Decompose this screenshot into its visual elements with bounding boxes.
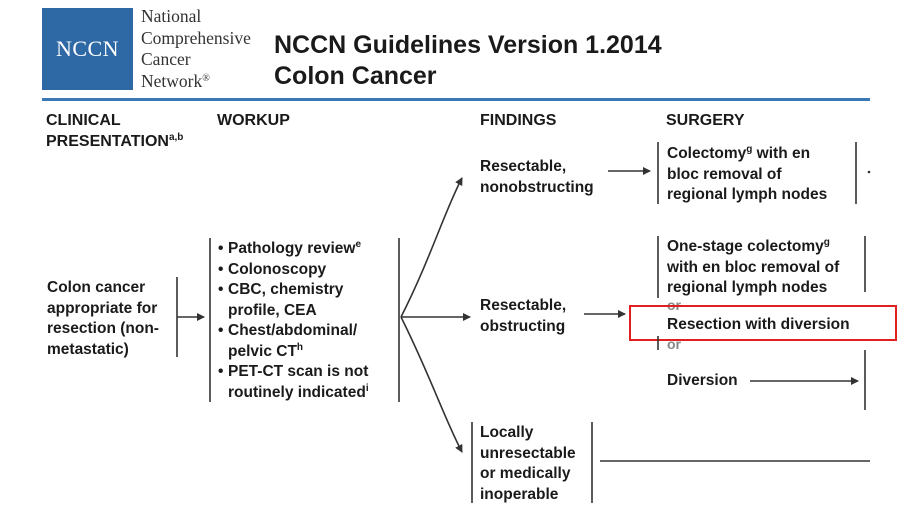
- arrow-to-nonobstructing: [400, 177, 463, 318]
- colectomy-line-1: Colectomyg with en: [667, 144, 827, 165]
- colectomy-line-2: bloc removal of: [667, 165, 782, 183]
- nonobstructing-line-2: nonobstructing: [480, 178, 594, 196]
- clinical-header-text: PRESENTATION: [46, 133, 169, 150]
- unresectable-line-4: inoperable: [480, 485, 559, 503]
- logo-line-3: Cancer: [141, 49, 191, 69]
- finding-unresectable: Locally unresectable or medically inoper…: [480, 423, 576, 505]
- chest-footnote: h: [296, 341, 304, 353]
- logo-line-1: National: [141, 6, 202, 26]
- chest-line-1: Chest/abdominal/: [228, 322, 358, 339]
- workup-item-pathology: Pathology reviewe: [218, 239, 369, 260]
- chest-line-2-text: pelvic CT: [228, 342, 297, 360]
- onestage-line-1: One-stage colectomyg: [667, 237, 839, 258]
- header-divider: [42, 98, 870, 101]
- workup-item-pet-ct: PET-CT scan is not routinely indicatedi: [218, 362, 369, 403]
- presentation-node: Colon cancer appropriate for resection (…: [47, 278, 159, 360]
- presentation-line-2: appropriate for: [47, 299, 158, 317]
- column-header-surgery: SURGERY: [666, 112, 745, 129]
- arrow-to-unresectable: [400, 316, 463, 453]
- colectomy-footnote: g: [746, 144, 753, 155]
- logo-mark-text: NCCN: [55, 36, 120, 61]
- pathology-footnote: e: [355, 239, 362, 250]
- title-line-2: Colon Cancer: [274, 62, 437, 90]
- pathology-text: Pathology review: [228, 240, 356, 257]
- obstructing-line-2: obstructing: [480, 317, 566, 335]
- finding-obstructing: Resectable, obstructing: [480, 296, 566, 337]
- colectomy-line-3: regional lymph nodes: [667, 186, 828, 203]
- cbc-line-1: CBC, chemistry: [228, 281, 344, 298]
- column-header-workup: WORKUP: [217, 112, 290, 129]
- unresectable-line-1: Locally: [480, 424, 534, 441]
- colectomy-post: with en: [752, 145, 811, 162]
- surgery-resection-with-diversion: Resection with diversion: [667, 316, 850, 333]
- cbc-line-2: profile, CEA: [228, 301, 317, 319]
- clinical-header-line-1: CLINICAL: [46, 112, 121, 129]
- presentation-line-1: Colon cancer: [47, 279, 146, 296]
- onestage-line-3: regional lymph nodes: [667, 279, 828, 296]
- onestage-line-2: with en bloc removal of: [667, 258, 840, 276]
- workup-item-chest-ct: Chest/abdominal/pelvic CTh: [218, 321, 369, 362]
- petct-line-2-text: routinely indicated: [228, 383, 366, 401]
- colectomy-pre: Colectomy: [667, 145, 747, 162]
- logo-line-2: Comprehensive: [141, 27, 251, 48]
- petct-line-1: PET-CT scan is not: [228, 363, 369, 380]
- highlight-box: [629, 305, 897, 341]
- registered-mark: ®: [202, 72, 210, 84]
- column-header-clinical: CLINICAL PRESENTATIONa,b: [46, 110, 183, 152]
- surgery-one-stage: One-stage colectomyg with en bloc remova…: [667, 237, 839, 299]
- onestage-pre: One-stage colectomy: [667, 238, 824, 255]
- clinical-header-line-2: PRESENTATIONa,b: [46, 131, 183, 152]
- nccn-logo-wordmark: National Comprehensive Cancer Network®: [141, 6, 251, 92]
- finding-nonobstructing: Resectable, nonobstructing: [480, 157, 594, 198]
- workup-item-cbc: CBC, chemistry profile, CEA: [218, 280, 369, 321]
- petct-line-2: routinely indicatedi: [228, 383, 369, 404]
- presentation-line-3: resection (non-: [47, 320, 159, 337]
- surgery-colectomy: Colectomyg with en bloc removal of regio…: [667, 144, 827, 206]
- page-title: NCCN Guidelines Version 1.2014 Colon Can…: [274, 30, 662, 92]
- unresectable-line-3: or medically: [480, 465, 571, 482]
- title-line-1: NCCN Guidelines Version 1.2014: [274, 31, 662, 59]
- chest-line-2: pelvic CTh: [228, 342, 369, 363]
- logo-line-4-text: Network: [141, 70, 203, 91]
- obstructing-line-1: Resectable,: [480, 297, 567, 314]
- presentation-line-4: metastatic): [47, 340, 129, 358]
- workup-item-colonoscopy: Colonoscopy: [218, 260, 369, 281]
- logo-line-4: Network®: [141, 71, 251, 93]
- surgery-diversion: Diversion: [667, 372, 738, 389]
- clinical-footnote: a,b: [168, 132, 184, 143]
- workup-list: Pathology reviewe Colonoscopy CBC, chemi…: [218, 239, 369, 403]
- unresectable-line-2: unresectable: [480, 444, 576, 462]
- onestage-footnote: g: [823, 237, 830, 248]
- workup-node: Pathology reviewe Colonoscopy CBC, chemi…: [218, 239, 369, 403]
- nccn-logo-mark: NCCN: [42, 8, 133, 90]
- column-header-findings: FINDINGS: [480, 112, 557, 129]
- edge-dot: [867, 170, 871, 174]
- nonobstructing-line-1: Resectable,: [480, 158, 567, 175]
- petct-footnote: i: [365, 382, 369, 394]
